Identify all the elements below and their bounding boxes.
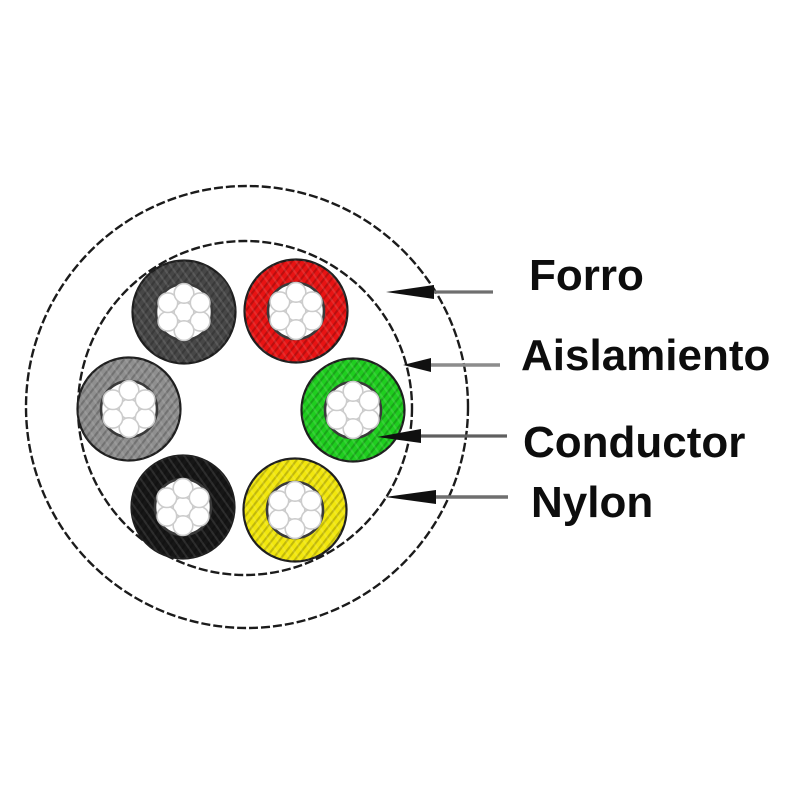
wire-dark-gray bbox=[131, 259, 237, 365]
aislamiento-arrow bbox=[403, 358, 500, 372]
conductor-arrow bbox=[377, 429, 507, 443]
nylon-arrowhead-icon bbox=[385, 490, 436, 504]
wires-layer bbox=[76, 258, 406, 563]
wire-light-gray bbox=[76, 356, 182, 462]
nylon-arrow bbox=[385, 490, 508, 504]
wire-red bbox=[243, 258, 349, 364]
forro-arrowhead-icon bbox=[386, 285, 434, 299]
wire-yellow bbox=[242, 457, 348, 563]
label-nylon: Nylon bbox=[531, 478, 654, 527]
wire-black bbox=[130, 454, 236, 560]
aislamiento-arrowhead-icon bbox=[403, 358, 431, 372]
forro-arrow bbox=[386, 285, 493, 299]
conductor-arrowhead-icon bbox=[377, 429, 421, 443]
label-forro: Forro bbox=[529, 251, 644, 300]
wire-green bbox=[300, 357, 406, 463]
label-conductor: Conductor bbox=[523, 418, 746, 467]
label-aislamiento: Aislamiento bbox=[521, 331, 771, 380]
